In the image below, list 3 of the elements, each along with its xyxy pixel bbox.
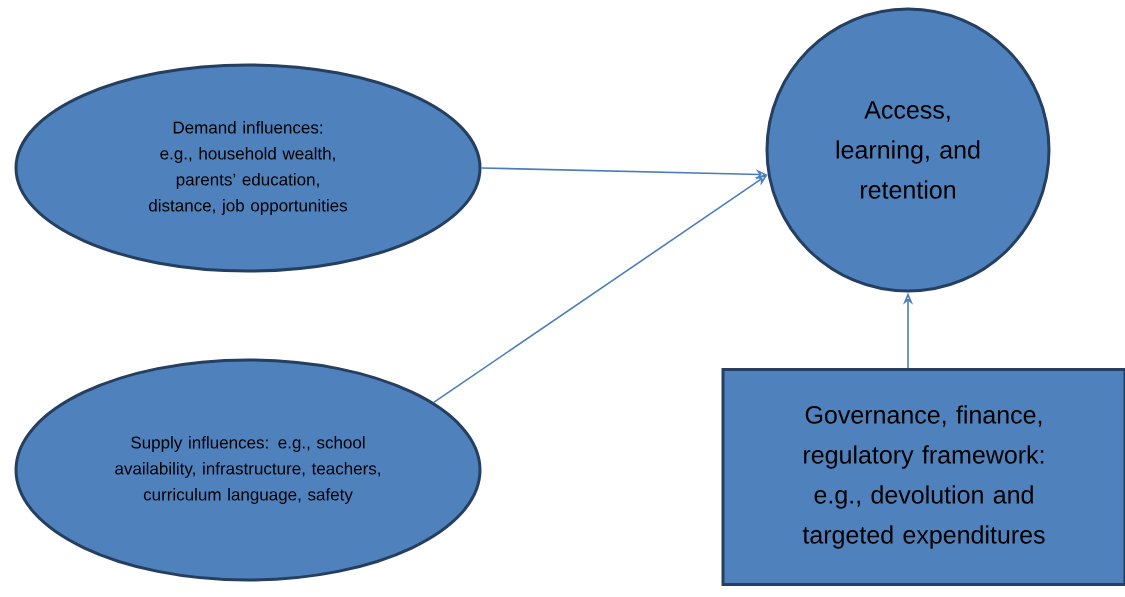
rectangle-box: Governance, finance, regulatory framework: e.g., devolution and targeted expenditures xyxy=(721,368,1125,586)
oval: Demand influences: e.g., household wealth, parents’ education, distance, job opportunities xyxy=(14,63,482,273)
oval: Supply influences: e.g., school availability, infrastructure, teachers, curriculum language, safety xyxy=(14,358,482,582)
